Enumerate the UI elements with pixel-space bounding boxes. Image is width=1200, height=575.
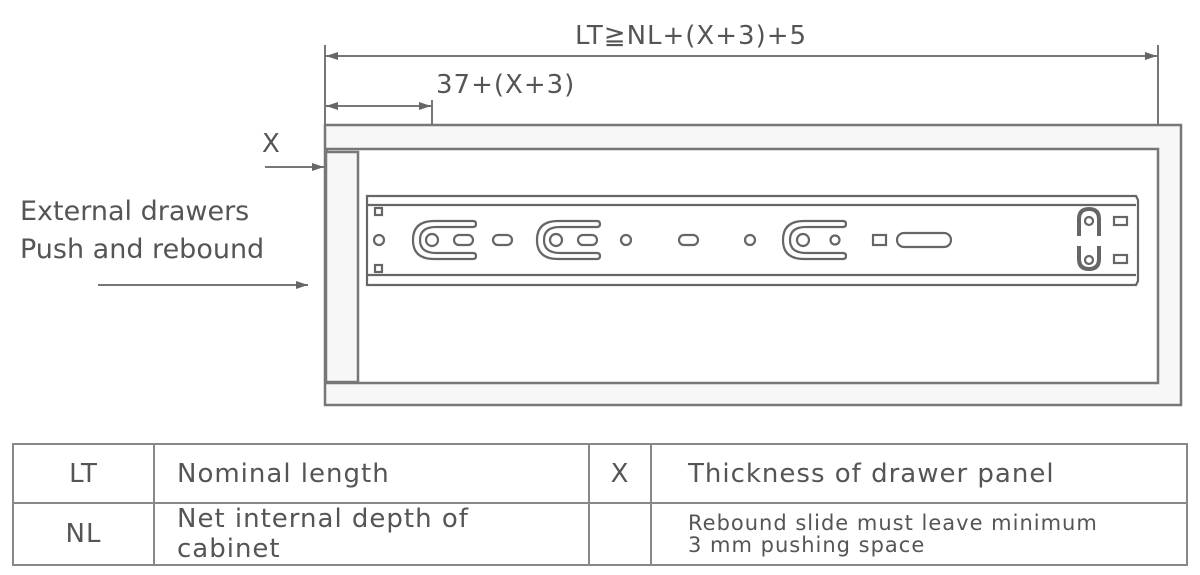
drawer-front-panel — [324, 150, 360, 384]
legend-description: Net internal depth of cabinet — [153, 502, 590, 566]
thickness-dimension-label: X — [262, 129, 281, 159]
legend-code: LT — [12, 443, 155, 504]
legend-description: Thickness of drawer panel — [650, 443, 1188, 504]
legend-note: Rebound slide must leave minimum 3 mm pu… — [650, 502, 1188, 566]
external-drawers-label: External drawers — [20, 196, 249, 227]
legend-description: Nominal length — [153, 443, 590, 504]
overall-dimension-label: LT≧NL+(X+3)+5 — [575, 21, 807, 51]
legend-table: LT Nominal length X Thickness of drawer … — [12, 443, 1188, 566]
legend-code: NL — [12, 502, 155, 566]
table-row: LT Nominal length X Thickness of drawer … — [12, 443, 1188, 504]
slide-rail — [365, 194, 1140, 287]
legend-code — [588, 502, 652, 566]
drawer-slide-diagram: LT≧NL+(X+3)+5 37+(X+3) X External drawer… — [20, 21, 1183, 407]
push-rebound-label: Push and rebound — [20, 234, 264, 265]
legend-code: X — [588, 443, 652, 504]
table-row: NL Net internal depth of cabinet Rebound… — [12, 502, 1188, 566]
legend-note-line: 3 mm pushing space — [688, 533, 926, 557]
legend-note-line: Rebound slide must leave minimum — [688, 511, 1098, 535]
offset-dimension-label: 37+(X+3) — [436, 70, 575, 100]
